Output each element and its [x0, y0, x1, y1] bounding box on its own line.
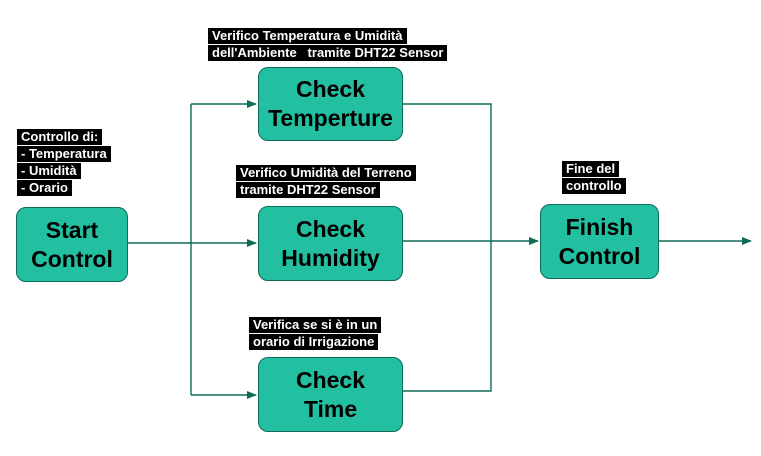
- note-line: Verifica se si è in un: [249, 317, 382, 333]
- node-label-line: Temperture: [268, 105, 393, 131]
- finish-control-node[interactable]: Finish Control: [540, 204, 659, 279]
- check-temperature-node[interactable]: Check Temperture: [258, 67, 403, 141]
- note-line: Fine del: [562, 161, 620, 177]
- connector-time-out: [402, 241, 492, 392]
- note-line: tramite DHT22 Sensor: [236, 182, 380, 198]
- check-time-node[interactable]: Check Time: [258, 357, 403, 432]
- note-line: - Orario: [17, 180, 72, 196]
- note-line: dell'Ambiente tramite DHT22 Sensor: [208, 45, 448, 61]
- node-label-line: Start: [45, 216, 99, 243]
- note-line: controllo: [562, 178, 626, 194]
- humidity-note: Verifico Umidità del Terreno tramite DHT…: [236, 165, 416, 199]
- start-note: Controllo di: - Temperatura - Umidità - …: [17, 129, 111, 197]
- note-line: - Umidità: [17, 163, 81, 179]
- node-label-line: Check: [295, 366, 366, 393]
- finish-note: Fine del controllo: [562, 161, 626, 195]
- temperature-note: Verifico Temperatura e Umidità dell'Ambi…: [208, 28, 448, 62]
- time-note: Verifica se si è in un orario di Irrigaz…: [249, 317, 382, 351]
- note-line: Controllo di:: [17, 129, 103, 145]
- start-control-node[interactable]: Start Control: [16, 207, 128, 282]
- node-label-line: Check: [295, 76, 366, 102]
- node-label-line: Check: [295, 215, 366, 242]
- node-label-line: Control: [558, 242, 641, 269]
- note-line: orario di Irrigazione: [249, 334, 379, 350]
- connector-temperature-out: [402, 103, 492, 241]
- node-label-line: Time: [303, 395, 358, 422]
- note-line: Verifico Temperatura e Umidità: [208, 28, 407, 44]
- check-humidity-node[interactable]: Check Humidity: [258, 206, 403, 281]
- note-line: - Temperatura: [17, 146, 111, 162]
- node-label-line: Control: [31, 245, 113, 272]
- node-label-line: Finish: [565, 213, 634, 240]
- note-line: Verifico Umidità del Terreno: [236, 165, 416, 181]
- node-label-line: Humidity: [281, 244, 380, 271]
